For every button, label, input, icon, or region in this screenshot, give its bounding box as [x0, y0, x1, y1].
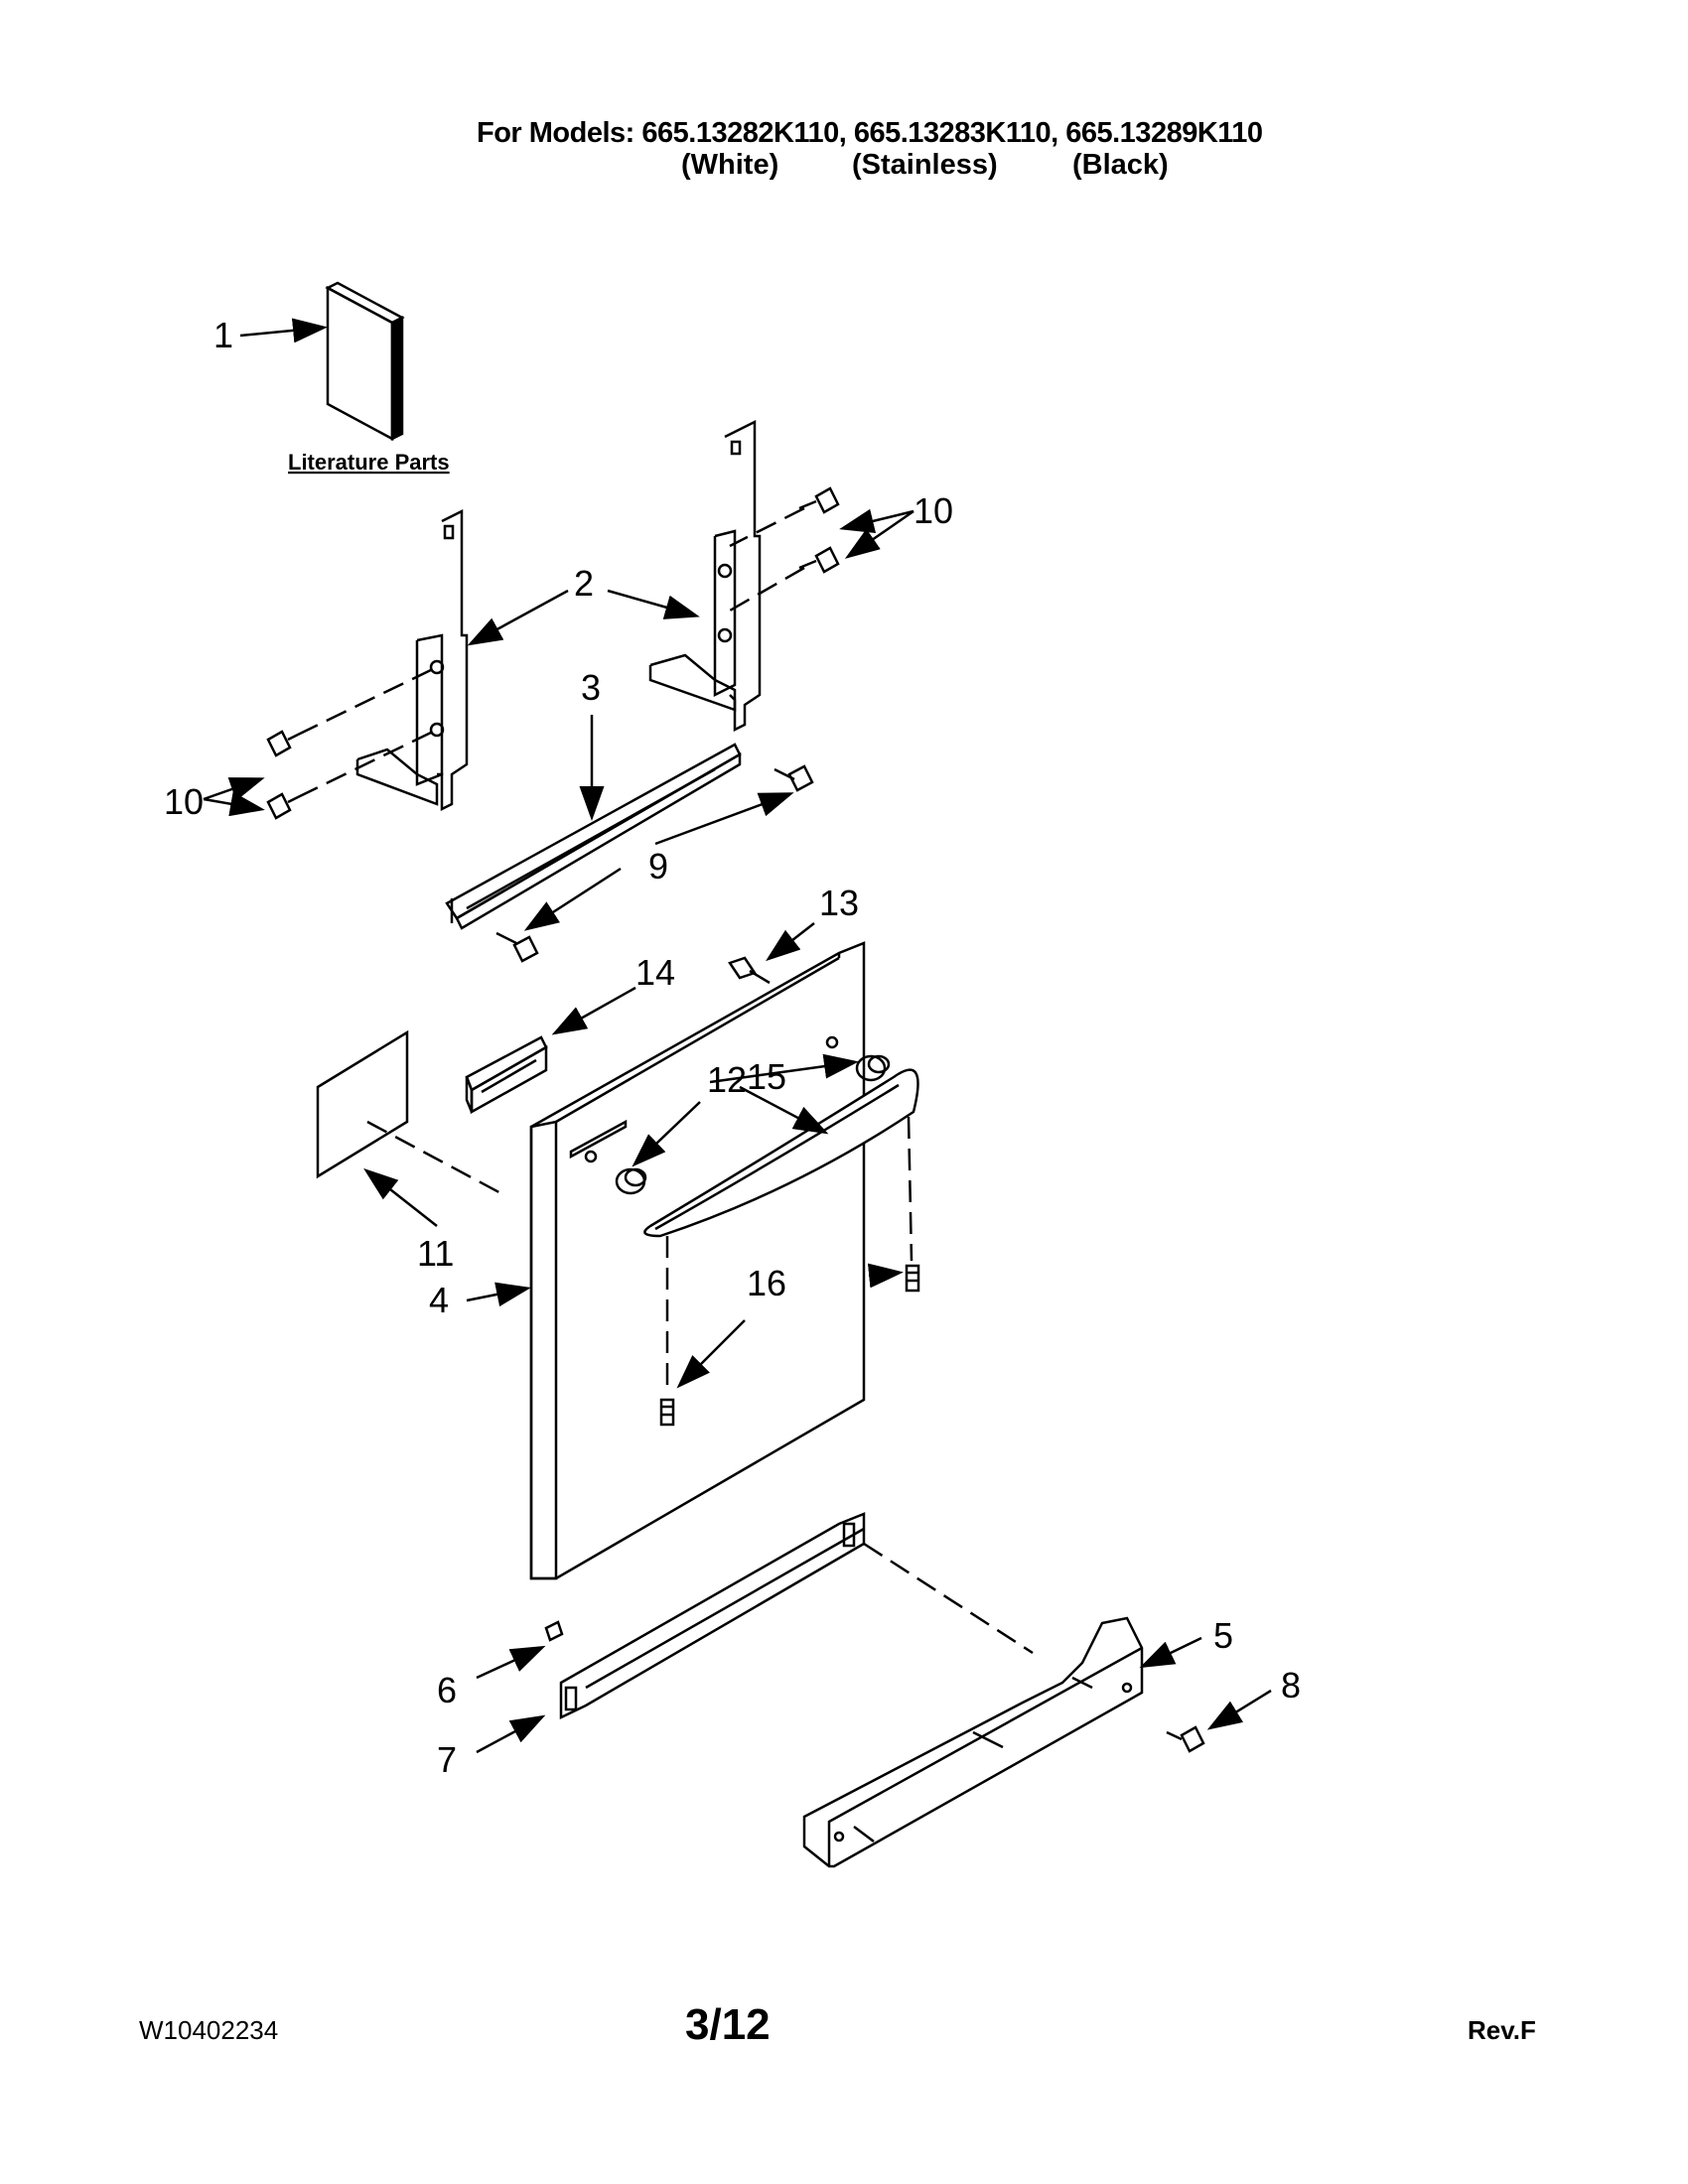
screw-13 [728, 956, 771, 985]
screw-10-b [798, 546, 840, 574]
variant-stainless: (Stainless) [852, 149, 998, 181]
door-handle [643, 1068, 919, 1238]
callout-2: 2 [574, 563, 594, 604]
handle-spacer-left [584, 1150, 647, 1195]
callout-12: 12 [707, 1059, 747, 1100]
label-sheet [316, 1029, 409, 1179]
door-rail [445, 743, 742, 930]
callout-5: 5 [1213, 1615, 1233, 1656]
callout-4: 4 [429, 1280, 449, 1320]
doc-number: W10402234 [139, 2015, 279, 2045]
outer-door-panel [529, 941, 866, 1580]
variant-black: (Black) [1072, 149, 1169, 181]
stud-right [905, 1264, 920, 1293]
stud-left [659, 1398, 675, 1427]
variant-white: (White) [681, 149, 779, 181]
screw-10-c [266, 730, 299, 757]
screw-9-lower [495, 931, 539, 963]
callout-8: 8 [1281, 1665, 1301, 1706]
screw-8 [1166, 1725, 1205, 1753]
toe-kick [802, 1616, 1144, 1868]
nameplate-badge [465, 1035, 548, 1115]
screw-9-upper [774, 764, 814, 792]
literature-parts-label: Literature Parts [288, 450, 450, 475]
callout-11: 11 [417, 1233, 454, 1274]
literature-booklet [325, 281, 405, 442]
callout-9: 9 [648, 846, 668, 887]
callout-14: 14 [635, 952, 675, 993]
hinge-bracket-left [355, 508, 469, 812]
callout-15: 15 [747, 1056, 786, 1097]
callout-6: 6 [437, 1670, 457, 1710]
revision: Rev.F [1468, 2015, 1536, 2045]
callout-16: 16 [747, 1263, 786, 1303]
screw-10-a [798, 486, 840, 514]
handle-spacer-right [825, 1035, 891, 1082]
callout-1: 1 [213, 315, 233, 355]
hinge-bracket-right [648, 419, 762, 733]
callout-10-right: 10 [914, 490, 953, 531]
callout-10-left: 10 [164, 781, 204, 822]
callout-13: 13 [819, 883, 859, 923]
callout-3: 3 [581, 667, 601, 708]
models-header: For Models: 665.13282K110, 665.13283K110… [477, 117, 1263, 149]
clip [544, 1620, 564, 1642]
screw-10-d [266, 792, 299, 820]
callout-7: 7 [437, 1739, 457, 1780]
page-number: 3/12 [685, 2000, 771, 2049]
